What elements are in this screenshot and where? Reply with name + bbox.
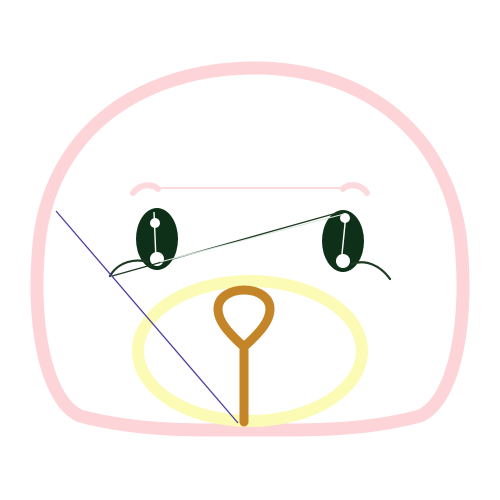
left-eye-pupil (136, 208, 178, 270)
left-eye-glint-stitch (153, 211, 157, 261)
left-eye (108, 208, 178, 278)
left-eye-lash (108, 259, 150, 278)
right-eye-lash (350, 261, 392, 281)
nose-mouth (213, 285, 275, 427)
stray-stitch-line (55, 210, 239, 424)
nose (213, 285, 275, 351)
brows (130, 182, 370, 196)
muzzle-outline (132, 275, 368, 427)
head-outline (30, 61, 470, 437)
right-eye-highlight-bottom (336, 254, 350, 268)
right-eye (322, 210, 392, 281)
right-eye-glint-stitch (340, 213, 347, 265)
eye-thread-light (159, 213, 345, 263)
eye-thread (111, 210, 345, 277)
